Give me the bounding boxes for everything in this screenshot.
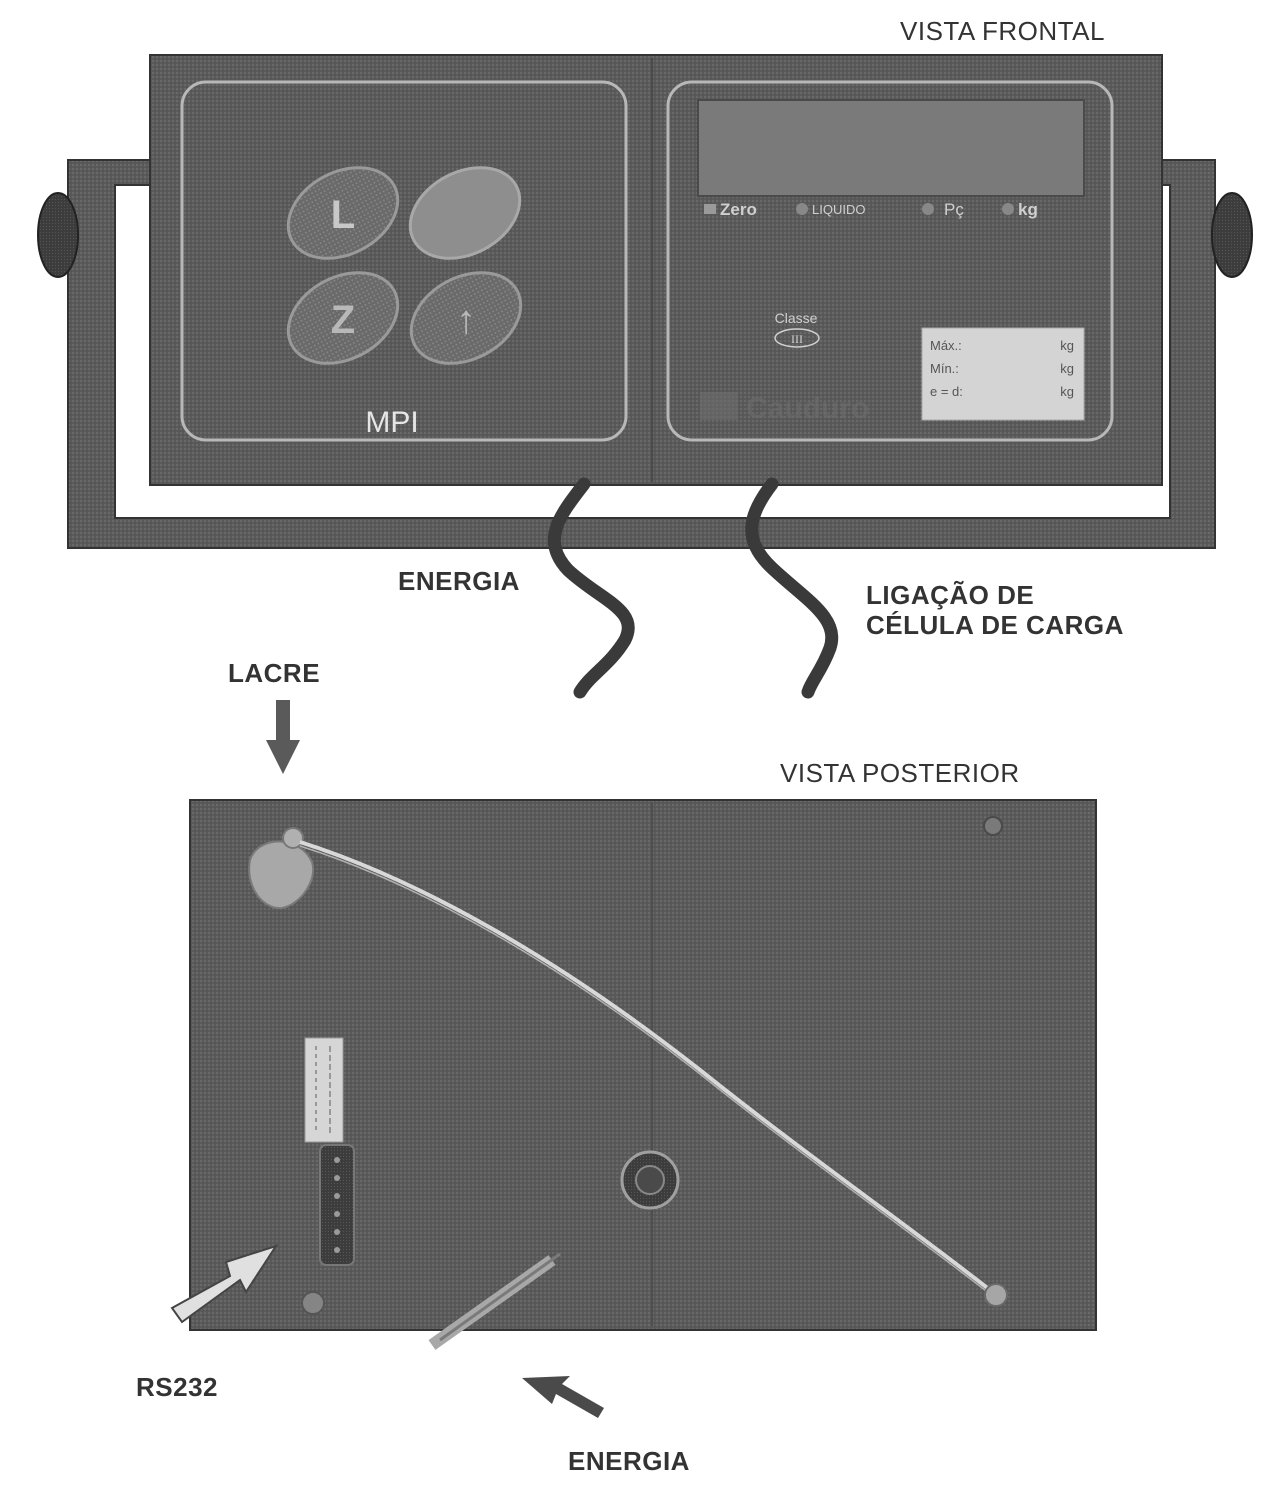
keypad-keys: L Z ↑ — [286, 166, 523, 365]
power-label-bottom: ENERGIA — [568, 1446, 690, 1476]
seal-lead — [248, 840, 315, 910]
plate-e-label: e = d: — [930, 384, 963, 399]
load-cell-label: LIGAÇÃO DE CÉLULA DE CARGA — [866, 580, 1124, 640]
rs232-arrow — [170, 1244, 279, 1324]
rs232-label: RS232 — [136, 1372, 218, 1402]
keypad-panel — [180, 80, 628, 442]
pc-indicator-label: Pç — [944, 200, 964, 219]
key-blank — [408, 166, 522, 260]
power-cable — [547, 477, 635, 699]
rear-view — [189, 799, 1097, 1350]
key-arrow — [409, 271, 523, 365]
class-oval — [774, 328, 820, 348]
load-cell-label-line2: CÉLULA DE CARGA — [866, 610, 1124, 640]
status-indicators: Zero LIQUIDO Pç kg — [704, 200, 1038, 219]
plate-min-unit: kg — [1060, 361, 1074, 376]
plate-min-label: Mín.: — [930, 361, 959, 376]
seal-label: LACRE — [228, 658, 321, 688]
front-view: L Z ↑ MPI Zero LIQUIDO Pç kg Classe III … — [37, 54, 1253, 699]
bottom-right-screw — [984, 1283, 1008, 1307]
serial-sticker — [304, 1037, 344, 1143]
liquid-led — [796, 203, 808, 215]
seal-wire — [299, 840, 992, 1292]
seal-screw — [282, 827, 304, 849]
top-right-screw — [983, 816, 1003, 836]
front-view-title: VISTA FRONTAL — [900, 16, 1105, 46]
svg-text:Cauduro: Cauduro — [746, 392, 869, 425]
right-bracket-knob — [1211, 192, 1253, 278]
key-arrow-label: ↑ — [456, 298, 476, 342]
seal-arrow — [266, 700, 300, 774]
rs232-connector — [319, 1144, 355, 1266]
key-z — [286, 271, 400, 365]
class-symbol: III — [791, 332, 803, 346]
zero-led — [704, 204, 716, 214]
left-bracket-knob — [37, 192, 79, 278]
pc-led — [922, 203, 934, 215]
brand-label: MPI — [365, 406, 418, 439]
key-l-label: L — [331, 193, 355, 237]
capacity-plate-rows: Máx.: kg Mín.: kg e = d: kg — [930, 338, 1074, 399]
key-z-label: Z — [331, 298, 355, 342]
power-arrow — [522, 1376, 604, 1418]
manufacturer-logo: Cauduro — [700, 392, 869, 425]
plate-e-unit: kg — [1060, 384, 1074, 399]
kg-indicator-label: kg — [1018, 200, 1038, 219]
bottom-left-screw — [301, 1291, 325, 1315]
power-label-top: ENERGIA — [398, 566, 520, 596]
kg-led — [1002, 203, 1014, 215]
rear-view-title: VISTA POSTERIOR — [780, 758, 1020, 788]
class-label: Classe — [775, 310, 818, 326]
lcd-window — [697, 99, 1085, 197]
capacity-plate — [921, 327, 1085, 421]
plate-max-unit: kg — [1060, 338, 1074, 353]
load-cell-label-line1: LIGAÇÃO DE — [866, 580, 1035, 610]
zero-indicator-label: Zero — [720, 200, 757, 219]
key-l — [286, 166, 400, 260]
load-cell-cable — [745, 477, 839, 699]
liquid-indicator-label: LIQUIDO — [812, 202, 865, 217]
plate-max-label: Máx.: — [930, 338, 962, 353]
